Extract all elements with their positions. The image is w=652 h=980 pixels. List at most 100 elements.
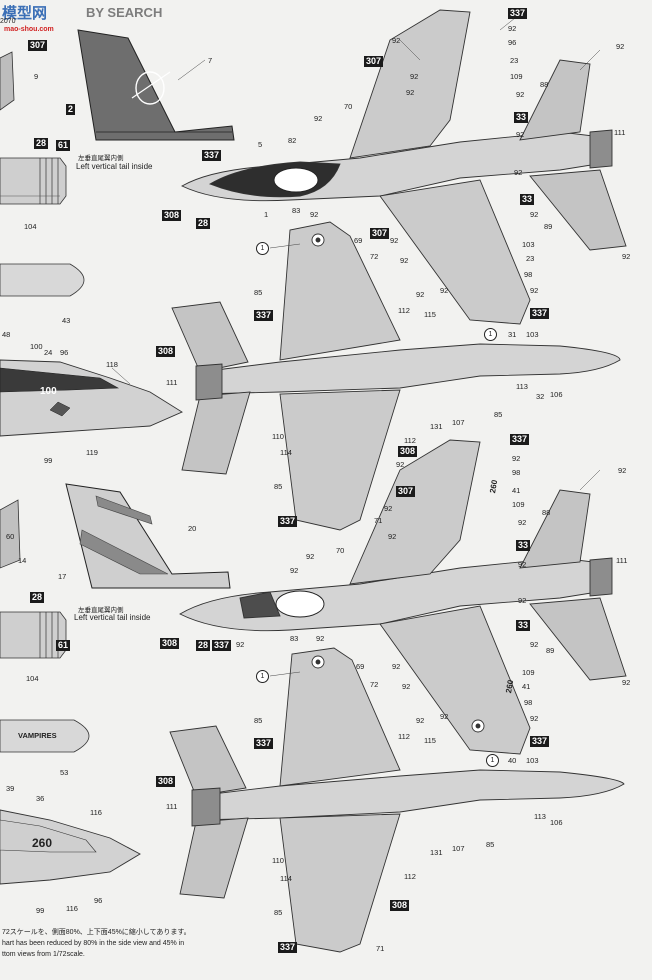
decal-box: 337 bbox=[212, 640, 232, 651]
decal-number: 92 bbox=[618, 466, 627, 475]
decal-number: 96 bbox=[94, 896, 103, 905]
decal-number: 92 bbox=[410, 72, 419, 81]
decal-number: 92 bbox=[388, 532, 397, 541]
decal-number: 110 bbox=[272, 856, 284, 865]
decal-number: 24 bbox=[44, 348, 53, 357]
exhaust-section-top bbox=[0, 157, 67, 205]
decal-box: 337 bbox=[530, 308, 550, 319]
decal-number: 112 bbox=[398, 732, 410, 741]
caption-jp-bottom: 左垂直尾翼内側 bbox=[78, 607, 124, 614]
decal-box: 307 bbox=[396, 486, 416, 497]
decal-number: 106 bbox=[550, 390, 563, 399]
decal-number: 104 bbox=[24, 222, 37, 231]
decal-box: 337 bbox=[510, 434, 530, 445]
decal-number: 112 bbox=[404, 436, 416, 445]
decal-number: 99 bbox=[36, 906, 45, 915]
modex-side-top: 100 bbox=[40, 386, 57, 397]
decal-box: 33 bbox=[520, 194, 535, 205]
decal-number: 70 bbox=[336, 546, 345, 555]
decal-box: 2 bbox=[66, 104, 76, 115]
decal-number: 115 bbox=[424, 310, 436, 319]
decal-number: 1 bbox=[264, 210, 269, 219]
decal-box: 61 bbox=[56, 640, 71, 651]
decal-box: 308 bbox=[156, 346, 176, 357]
decal-number: 92 bbox=[530, 640, 539, 649]
footnote-line-3: ttom views from 1/72scale. bbox=[2, 951, 85, 958]
decal-number: 92 bbox=[518, 560, 527, 569]
decal-number: 98 bbox=[512, 468, 521, 477]
decal-number: 92 bbox=[316, 634, 325, 643]
decal-number: 17 bbox=[58, 572, 67, 581]
decal-number: 85 bbox=[274, 908, 283, 917]
watermark-url: mao-shou.com bbox=[4, 26, 54, 33]
decal-number: 72 bbox=[370, 680, 379, 689]
decal-number: 107 bbox=[452, 418, 465, 427]
decal-box: 308 bbox=[160, 638, 180, 649]
decal-number: 131 bbox=[430, 422, 443, 431]
callout-1: 1 bbox=[256, 670, 269, 683]
decal-number: 23 bbox=[526, 254, 535, 263]
vertical-tail-inside-bottom bbox=[65, 483, 231, 589]
decal-number: 92 bbox=[622, 678, 631, 687]
decal-number: 115 bbox=[424, 736, 436, 745]
decal-number: 92 bbox=[530, 286, 539, 295]
decal-number: 96 bbox=[508, 38, 517, 47]
footnote-line-2: hart has been reduced by 80% in the side… bbox=[2, 940, 185, 947]
callout-1: 1 bbox=[256, 242, 269, 255]
decal-number: 60 bbox=[6, 532, 15, 541]
decal-box: 307 bbox=[364, 56, 384, 67]
decal-number: 92 bbox=[512, 454, 521, 463]
decal-box: 337 bbox=[278, 942, 298, 953]
decal-number: 92 bbox=[518, 518, 527, 527]
decal-number: 103 bbox=[522, 240, 535, 249]
decal-number: 83 bbox=[292, 206, 301, 215]
decal-number: 118 bbox=[106, 360, 118, 369]
decal-box: 337 bbox=[202, 150, 222, 161]
decal-number: 112 bbox=[398, 306, 410, 315]
decal-number: 119 bbox=[86, 448, 98, 457]
tail-skull-emblem bbox=[135, 71, 165, 105]
caption-en-top: Left vertical tail inside bbox=[76, 162, 153, 171]
decal-box: 308 bbox=[390, 900, 410, 911]
decal-number: 23 bbox=[510, 56, 519, 65]
decal-number: 110 bbox=[272, 432, 284, 441]
decal-number: 107 bbox=[452, 844, 465, 853]
decal-number: 92 bbox=[440, 712, 449, 721]
decal-number: 92 bbox=[530, 714, 539, 723]
decal-number: 83 bbox=[290, 634, 299, 643]
part-number-fragment: 2070 bbox=[0, 18, 16, 25]
decal-number: 43 bbox=[62, 316, 71, 325]
decal-number: 92 bbox=[236, 640, 245, 649]
decal-number: 111 bbox=[166, 378, 178, 387]
decal-box: 308 bbox=[398, 446, 418, 457]
decal-box: 337 bbox=[254, 738, 274, 749]
caption-en-bottom: Left vertical tail inside bbox=[74, 613, 151, 622]
decal-number: 85 bbox=[494, 410, 503, 419]
decal-number: 111 bbox=[166, 802, 178, 811]
decal-number: 71 bbox=[374, 516, 383, 525]
decal-number: 92 bbox=[416, 290, 425, 299]
decal-number: 104 bbox=[26, 674, 39, 683]
decal-number: 98 bbox=[524, 698, 533, 707]
decal-number: 116 bbox=[66, 904, 78, 913]
aircraft-2-bottom-view bbox=[169, 647, 625, 953]
decal-number: 92 bbox=[508, 24, 517, 33]
decal-number: 103 bbox=[526, 756, 539, 765]
decal-number: 14 bbox=[18, 556, 27, 565]
external-tank-top bbox=[0, 263, 85, 297]
decal-number: 114 bbox=[280, 448, 292, 457]
decal-number: 100 bbox=[30, 342, 43, 351]
decal-number: 92 bbox=[392, 662, 401, 671]
decal-number: 92 bbox=[406, 88, 415, 97]
decal-number: 89 bbox=[544, 222, 553, 231]
decal-number: 92 bbox=[516, 130, 525, 139]
decal-number: 92 bbox=[622, 252, 631, 261]
decal-number: 85 bbox=[254, 288, 263, 297]
vertical-tail-inside-top bbox=[77, 29, 235, 141]
decal-box: 337 bbox=[530, 736, 550, 747]
exhaust-section-bottom bbox=[0, 611, 67, 659]
decal-number: 103 bbox=[526, 330, 539, 339]
modex-side-bottom: 260 bbox=[32, 836, 53, 850]
decal-number: 32 bbox=[536, 392, 545, 401]
caption-jp-top: 左垂直尾翼内側 bbox=[78, 155, 124, 162]
